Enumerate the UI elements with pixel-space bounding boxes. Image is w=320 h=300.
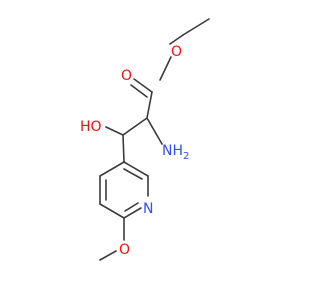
ring-bond-c3-c4 <box>99 161 125 177</box>
bond-carbonyl-double-b <box>130 84 148 98</box>
bond-alpha-beta <box>122 117 148 136</box>
atom-label-ester-oxygen: O <box>171 44 182 60</box>
bond-methoxy-o-ch3 <box>99 250 117 261</box>
ring-bond-c6-n <box>123 207 142 219</box>
atom-label-methoxy-oxygen: O <box>119 242 130 258</box>
bond-ethyl-ch3-ch2 <box>182 18 210 36</box>
ring-bond-c2-c3-inner <box>123 168 143 180</box>
atom-label-pyridine-nitrogen: N <box>143 201 153 217</box>
amine-label-main: NH <box>162 143 183 159</box>
bond-alpha-amine <box>146 117 163 145</box>
bond-ester-o-carbonyl-c <box>159 56 172 81</box>
structure-canvas: O O HO NH2 N O <box>80 18 210 261</box>
amine-label-subscript: 2 <box>183 151 189 162</box>
ring-bond-c6-n-inner <box>124 202 139 212</box>
atom-label-carbonyl-oxygen: O <box>121 68 132 84</box>
bond-carbonyl-alpha <box>146 91 153 119</box>
bond-beta-ring <box>122 134 125 163</box>
bond-ethyl-ch2-o <box>169 34 184 45</box>
bond-carbonyl-double-a <box>133 78 153 93</box>
ring-bond-c5-c6 <box>99 203 125 219</box>
atom-label-amine: NH2 <box>162 143 189 162</box>
bond-beta-hydroxyl <box>105 126 124 136</box>
atom-label-hydroxyl: HO <box>80 119 102 135</box>
ring-bond-c2-c3 <box>123 161 149 177</box>
molecule-structure: O O HO NH2 N O <box>80 18 210 261</box>
